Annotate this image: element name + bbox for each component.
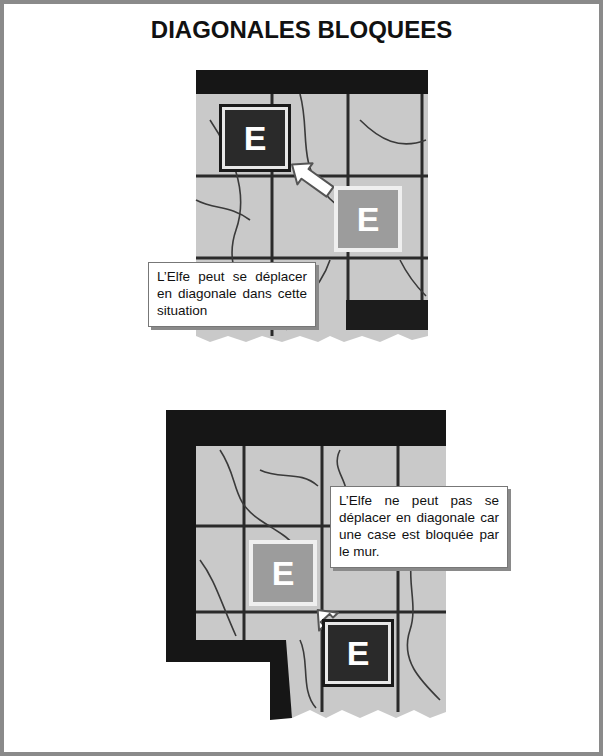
elf-target-token: E bbox=[334, 186, 402, 252]
token-letter: E bbox=[244, 119, 267, 158]
move-arrow bbox=[292, 163, 334, 196]
arrow-shape bbox=[292, 163, 334, 196]
title-text: DIAGONALES BLOQUEES bbox=[151, 16, 452, 43]
elf-token: E bbox=[325, 622, 391, 684]
token-letter: E bbox=[272, 554, 295, 593]
note-callout: L’Elfe peut se déplacer en diagonale dan… bbox=[148, 262, 316, 327]
elf-token: E bbox=[222, 107, 288, 169]
elf-target-token: E bbox=[249, 540, 317, 606]
token-letter: E bbox=[347, 634, 370, 673]
note-callout: L’Elfe ne peut pas se déplacer en diagon… bbox=[330, 486, 508, 568]
token-letter: E bbox=[357, 200, 380, 239]
callout-text: L’Elfe peut se déplacer en diagonale dan… bbox=[157, 269, 307, 318]
page-title: DIAGONALES BLOQUEES bbox=[0, 16, 603, 44]
callout-text: L’Elfe ne peut pas se déplacer en diagon… bbox=[339, 493, 499, 559]
